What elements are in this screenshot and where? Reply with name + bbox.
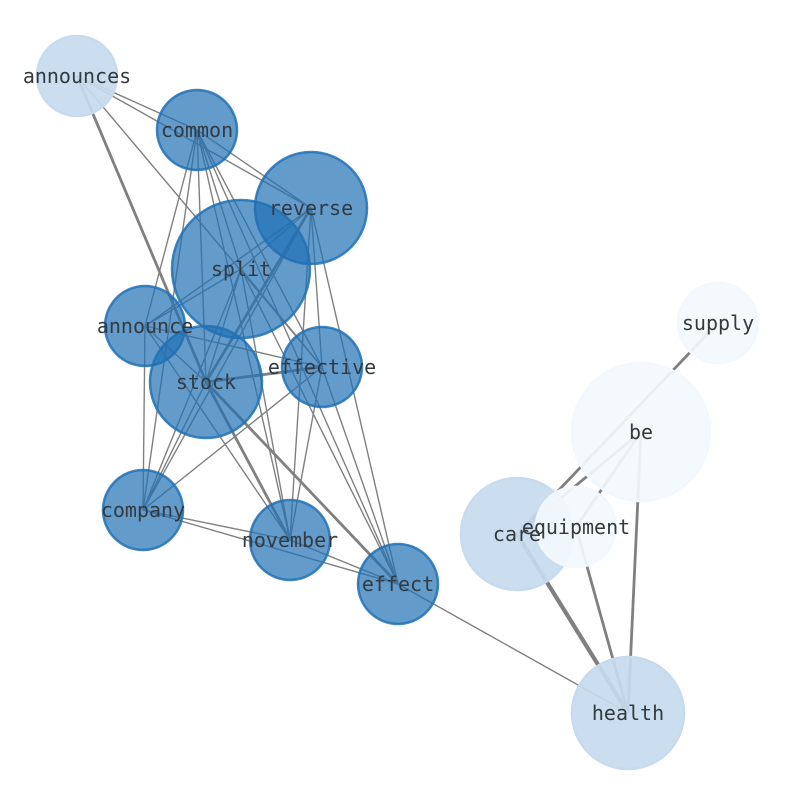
node-label-equipment: equipment (522, 515, 630, 539)
node-label-company: company (101, 498, 185, 522)
node-circle[interactable] (280, 325, 364, 409)
node-label-common: common (161, 118, 233, 142)
node-circle[interactable] (101, 468, 185, 552)
node-supply[interactable] (676, 281, 760, 365)
node-health[interactable] (570, 655, 686, 771)
nodes-layer: announces common reverse split announce stock… (23, 34, 760, 771)
node-label-stock: stock (176, 370, 236, 394)
node-label-be: be (629, 420, 653, 444)
node-be[interactable] (570, 361, 712, 503)
node-label-announces: announces (23, 64, 131, 88)
node-label-reverse: reverse (269, 196, 353, 220)
node-common[interactable] (155, 88, 239, 172)
node-label-november: november (242, 528, 338, 552)
node-effective[interactable] (280, 325, 364, 409)
node-circle[interactable] (248, 498, 332, 582)
node-circle[interactable] (534, 485, 618, 569)
node-label-effective: effective (268, 355, 376, 379)
node-november[interactable] (248, 498, 332, 582)
node-equipment[interactable] (534, 485, 618, 569)
node-circle[interactable] (155, 88, 239, 172)
node-circle[interactable] (676, 281, 760, 365)
node-circle[interactable] (570, 361, 712, 503)
node-company[interactable] (101, 468, 185, 552)
node-announces[interactable] (35, 34, 119, 118)
node-label-announce: announce (97, 314, 193, 338)
node-label-supply: supply (682, 311, 754, 335)
node-effect[interactable] (356, 542, 440, 626)
node-circle[interactable] (570, 655, 686, 771)
node-label-effect: effect (362, 572, 434, 596)
node-stock[interactable] (148, 324, 264, 440)
node-label-health: health (592, 701, 664, 725)
node-circle[interactable] (148, 324, 264, 440)
node-label-care: care (493, 522, 541, 546)
node-label-split: split (211, 257, 271, 281)
node-circle[interactable] (356, 542, 440, 626)
edge-reverse-effect (310, 207, 399, 585)
node-circle[interactable] (35, 34, 119, 118)
